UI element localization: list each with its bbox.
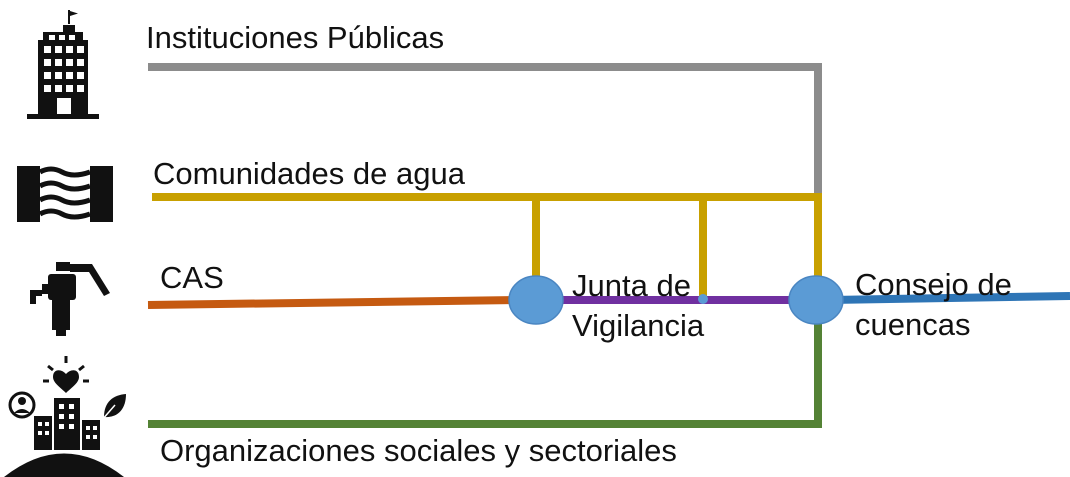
water-tap-icon <box>30 262 110 336</box>
junta-label: Junta de Vigilancia <box>572 268 705 343</box>
instituciones-label: Instituciones Públicas <box>146 20 445 55</box>
consejo-node <box>788 275 844 325</box>
instituciones-line <box>148 63 822 196</box>
junta-node <box>508 275 564 325</box>
consejo-label: Consejo de cuencas <box>855 267 1012 342</box>
consejo-outflow-line <box>829 292 1070 304</box>
organizaciones-label: Organizaciones sociales y sectoriales <box>160 433 677 468</box>
junction-dot <box>698 294 708 304</box>
cas-label: CAS <box>160 260 224 295</box>
comunidades-label: Comunidades de agua <box>153 156 465 191</box>
cas-line <box>147 296 521 309</box>
community-organizations-icon <box>4 356 126 477</box>
comunidades-line <box>152 193 822 290</box>
organizaciones-line <box>148 315 822 428</box>
building-icon <box>27 10 99 119</box>
water-canal-icon <box>17 166 113 222</box>
